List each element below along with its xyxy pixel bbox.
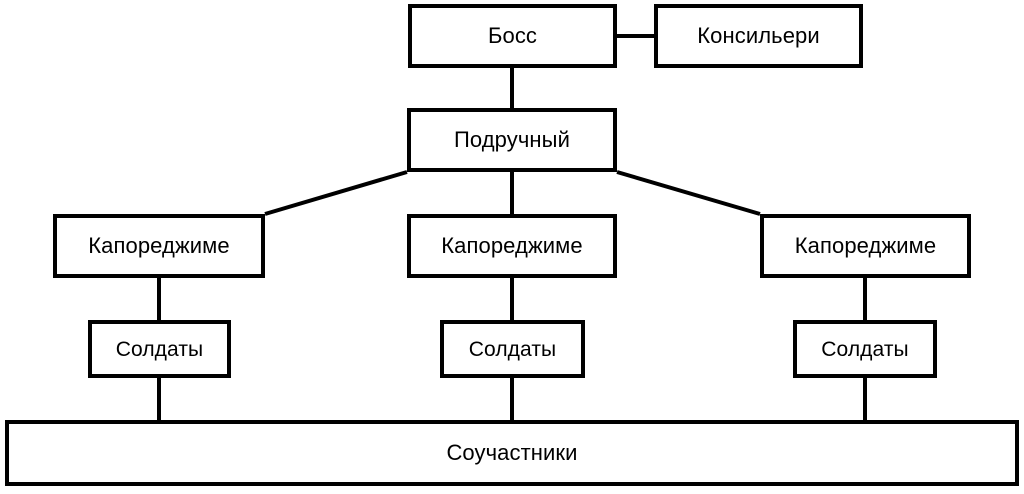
underboss-to-capo-left: [264, 170, 408, 216]
node-underboss[interactable]: Подручный: [407, 108, 617, 172]
node-soldiers-left-label: Солдаты: [115, 337, 204, 361]
node-soldiers-center[interactable]: Солдаты: [440, 320, 585, 378]
node-capo-right[interactable]: Капореджиме: [760, 214, 971, 278]
node-consigliere[interactable]: Консильери: [654, 4, 863, 68]
node-capo-center-label: Капореджиме: [441, 233, 583, 258]
underboss-to-capo-right: [616, 170, 761, 216]
node-consigliere-label: Консильери: [697, 23, 820, 48]
node-soldiers-right-label: Солдаты: [821, 337, 909, 361]
node-capo-left[interactable]: Капореджиме: [53, 214, 265, 278]
node-associates[interactable]: Соучастники: [5, 420, 1019, 486]
node-boss[interactable]: Босс: [408, 4, 617, 68]
node-capo-center[interactable]: Капореджиме: [407, 214, 617, 278]
node-soldiers-center-label: Солдаты: [468, 337, 557, 361]
node-capo-left-label: Капореджиме: [88, 233, 230, 258]
node-soldiers-left[interactable]: Солдаты: [88, 320, 231, 378]
node-capo-right-label: Капореджиме: [794, 233, 937, 258]
node-underboss-label: Подручный: [453, 127, 570, 152]
node-associates-label: Соучастники: [446, 440, 578, 465]
node-soldiers-right[interactable]: Солдаты: [793, 320, 937, 378]
node-boss-label: Босс: [487, 23, 538, 48]
